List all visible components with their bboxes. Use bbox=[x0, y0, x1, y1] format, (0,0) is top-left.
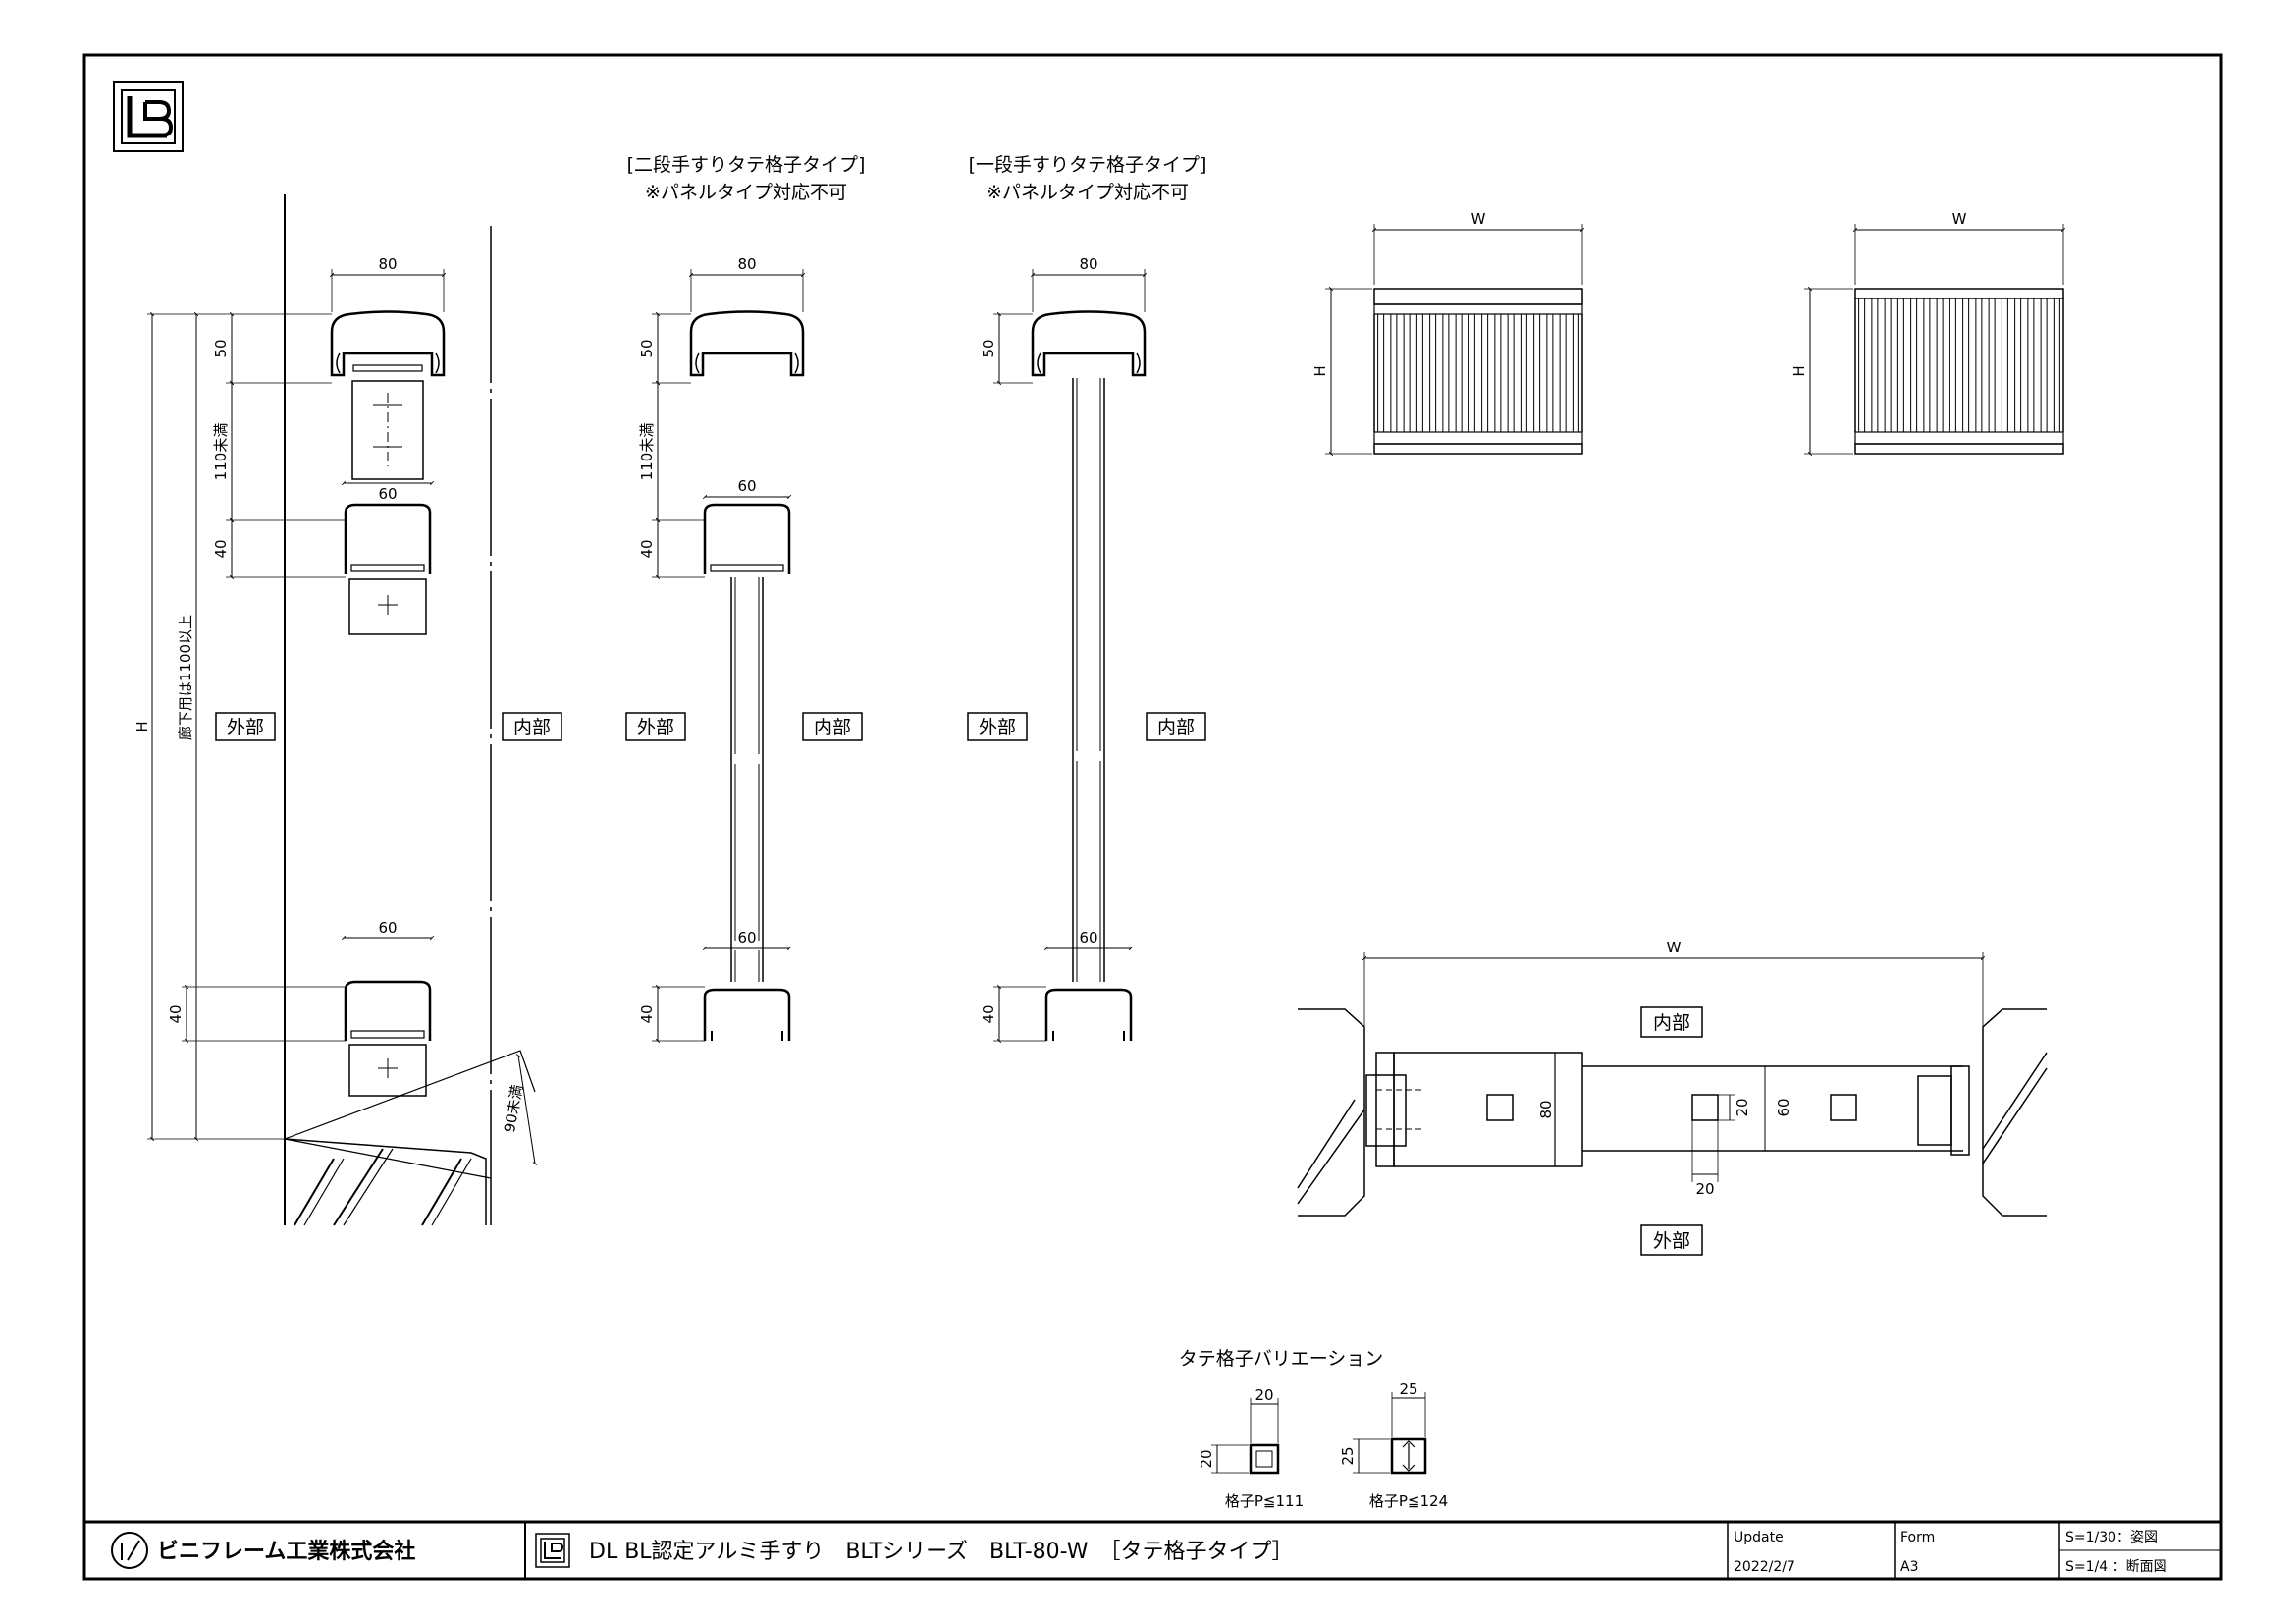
company-name: ビニフレーム工業株式会社 bbox=[157, 1539, 415, 1564]
variation-title: タテ格子バリエーション bbox=[1179, 1348, 1384, 1370]
section-left bbox=[147, 194, 538, 1226]
title-block bbox=[84, 1520, 2221, 1579]
svg-text:外部: 外部 bbox=[1653, 1230, 1690, 1252]
variation-b-pitch: 格子P≦124 bbox=[1369, 1492, 1448, 1510]
two-rail-dim-40a: 40 bbox=[638, 539, 656, 558]
two-rail-note: ※パネルタイプ対応不可 bbox=[645, 182, 847, 203]
elevation-one-rail bbox=[1804, 224, 2066, 457]
dim-top-rail-height: 50 bbox=[212, 339, 230, 357]
label-outside-2: 外部 bbox=[625, 712, 686, 741]
two-rail-title: [二段手すりタテ格子タイプ] bbox=[627, 154, 866, 176]
two-rail-dim-40b: 40 bbox=[638, 1004, 656, 1023]
label-outside-3: 外部 bbox=[967, 712, 1028, 741]
dim-mid-rail-height: 40 bbox=[212, 539, 230, 558]
drawing-title: DL BL認定アルミ手すり BLTシリーズ BLT-80-W ［タテ格子タイプ］ bbox=[589, 1540, 1293, 1564]
elev1-dim-H: H bbox=[1311, 365, 1329, 376]
label-outside-1: 外部 bbox=[215, 712, 276, 741]
variation-b-height: 25 bbox=[1339, 1446, 1357, 1465]
form-value: A3 bbox=[1900, 1559, 1918, 1575]
two-rail-dim-60a: 60 bbox=[737, 477, 756, 495]
plan-dim-80: 80 bbox=[1537, 1100, 1555, 1118]
update-value: 2022/2/7 bbox=[1734, 1559, 1795, 1575]
section-two-rail bbox=[652, 269, 806, 1044]
svg-text:外部: 外部 bbox=[227, 717, 264, 738]
plan-dim-W: W bbox=[1667, 939, 1682, 956]
elevation-two-rail bbox=[1325, 224, 1585, 457]
one-rail-dim-50: 50 bbox=[980, 339, 997, 357]
one-rail-title: [一段手すりタテ格子タイプ] bbox=[969, 154, 1207, 176]
dim-gap-90: 90未満 bbox=[501, 1083, 526, 1133]
variation-b-width: 25 bbox=[1399, 1380, 1417, 1398]
dim-bottom-rail-width: 60 bbox=[378, 919, 397, 937]
plan-dim-60: 60 bbox=[1775, 1098, 1792, 1116]
svg-text:内部: 内部 bbox=[1157, 717, 1195, 738]
scale-section: S=1/4 ：断面図 bbox=[2065, 1559, 2167, 1575]
dim-bottom-rail-height: 40 bbox=[167, 1004, 185, 1023]
variation-a-pitch: 格子P≦111 bbox=[1225, 1492, 1304, 1510]
label-inside-3: 内部 bbox=[1146, 712, 1206, 741]
svg-text:内部: 内部 bbox=[814, 717, 851, 738]
variation-a-height: 20 bbox=[1198, 1449, 1215, 1468]
one-rail-dim-40: 40 bbox=[980, 1004, 997, 1023]
one-rail-dim-60: 60 bbox=[1079, 929, 1097, 947]
scale-elevation: S=1/30：姿図 bbox=[2065, 1530, 2158, 1545]
dim-top-rail-width: 80 bbox=[378, 255, 397, 273]
label-outside-plan: 外部 bbox=[1640, 1224, 1703, 1256]
elev2-dim-W: W bbox=[1952, 210, 1967, 228]
label-inside-plan: 内部 bbox=[1640, 1006, 1703, 1038]
label-inside-2: 内部 bbox=[802, 712, 863, 741]
svg-text:内部: 内部 bbox=[1653, 1012, 1690, 1034]
one-rail-note: ※パネルタイプ対応不可 bbox=[987, 182, 1189, 203]
section-one-rail bbox=[993, 269, 1148, 1044]
dim-total-height: H bbox=[133, 721, 151, 731]
dim-corridor-height: 廊下用は1100以上 bbox=[177, 615, 194, 740]
elev2-dim-H: H bbox=[1790, 365, 1808, 376]
lb-logo-icon bbox=[113, 81, 184, 152]
dim-mid-rail-width: 60 bbox=[378, 485, 397, 503]
svg-text:外部: 外部 bbox=[979, 717, 1016, 738]
svg-text:内部: 内部 bbox=[513, 717, 551, 738]
two-rail-dim-50: 50 bbox=[638, 339, 656, 357]
plan-dim-20a: 20 bbox=[1734, 1098, 1751, 1116]
plan-dim-20b: 20 bbox=[1695, 1180, 1714, 1198]
two-rail-dim-60b: 60 bbox=[737, 929, 756, 947]
form-label: Form bbox=[1900, 1530, 1935, 1545]
variation-details bbox=[1211, 1392, 1427, 1475]
two-rail-dim-110: 110未満 bbox=[638, 423, 656, 481]
dim-gap-110: 110未満 bbox=[212, 423, 230, 481]
elev1-dim-W: W bbox=[1471, 210, 1486, 228]
label-inside-1: 内部 bbox=[502, 712, 562, 741]
one-rail-dim-80: 80 bbox=[1079, 255, 1097, 273]
update-label: Update bbox=[1734, 1530, 1784, 1545]
two-rail-dim-80: 80 bbox=[737, 255, 756, 273]
sheet-border bbox=[82, 53, 2223, 1581]
svg-text:外部: 外部 bbox=[637, 717, 674, 738]
plan-view bbox=[1297, 952, 2048, 1217]
variation-a-width: 20 bbox=[1255, 1386, 1273, 1404]
